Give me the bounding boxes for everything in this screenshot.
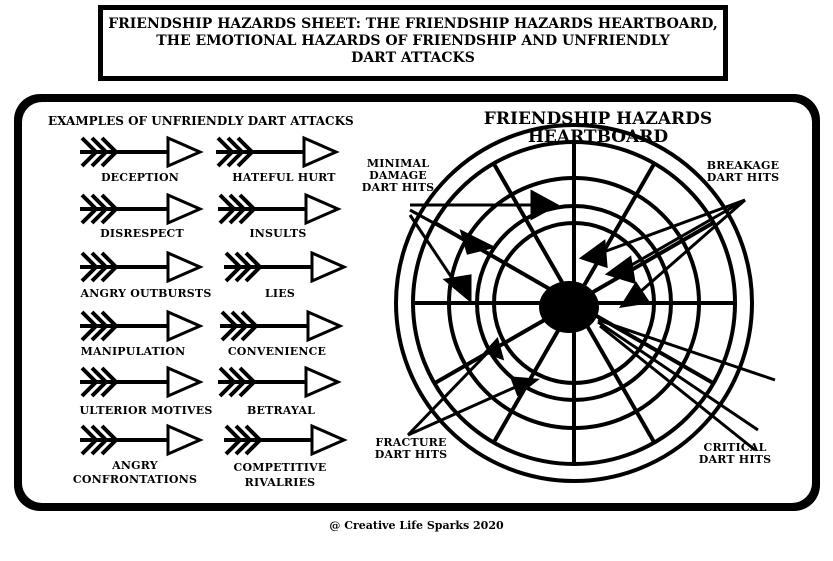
breakage-line-2: DART HITS — [706, 171, 780, 184]
example-label: RIVALRIES — [244, 476, 316, 489]
example-label: HATEFUL HURT — [232, 171, 336, 184]
critical-label: CRITICAL DART HITS — [690, 442, 780, 466]
example-label: DECEPTION — [100, 171, 180, 184]
dart-arrow-icon — [78, 251, 202, 283]
dart-arrow-icon — [216, 193, 340, 225]
fracture-label: FRACTURE DART HITS — [368, 437, 454, 461]
title-line-3: DART ATTACKS — [351, 50, 475, 66]
fracture-line-2: DART HITS — [374, 448, 448, 461]
dart-arrow-icon — [214, 136, 338, 168]
examples-heading: EXAMPLES OF UNFRIENDLY DART ATTACKS — [48, 114, 354, 128]
example-label: ANGRY OUTBURSTS — [80, 287, 212, 300]
breakage-label: BREAKAGE DART HITS — [700, 160, 786, 184]
example-label: CONVENIENCE — [227, 345, 327, 358]
heartboard-title-line-2: HEARTBOARD — [527, 127, 669, 147]
minimal-damage-label: MINIMAL DAMAGE DART HITS — [358, 158, 438, 194]
example-label: BETRAYAL — [246, 404, 315, 417]
example-label: CONFRONTATIONS — [72, 473, 198, 486]
critical-line-2: DART HITS — [698, 453, 772, 466]
example-label: INSULTS — [249, 227, 307, 240]
example-label: ULTERIOR MOTIVES — [79, 404, 213, 417]
dart-arrow-icon — [78, 310, 202, 342]
dart-arrow-icon — [222, 424, 346, 456]
minimal-line-3: DART HITS — [361, 181, 435, 194]
bullseye — [539, 281, 599, 333]
example-label: COMPETITIVE — [233, 461, 327, 474]
minimal-line-1: MINIMAL — [366, 157, 430, 170]
fracture-line-1: FRACTURE — [375, 436, 447, 449]
dart-arrow-icon — [222, 251, 346, 283]
breakage-line-1: BREAKAGE — [706, 159, 780, 172]
heartboard — [394, 123, 754, 483]
heartboard-title-line-1: FRIENDSHIP HAZARDS — [483, 109, 713, 129]
example-label: DISRESPECT — [100, 227, 184, 240]
title-line-2: THE EMOTIONAL HAZARDS OF FRIENDSHIP AND … — [156, 33, 670, 49]
minimal-line-2: DAMAGE — [369, 169, 427, 182]
copyright-footer: @ Creative Life Sparks 2020 — [329, 519, 504, 532]
dart-arrow-icon — [78, 136, 202, 168]
heartboard-title: FRIENDSHIP HAZARDS HEARTBOARD — [468, 110, 728, 146]
example-label: MANIPULATION — [80, 345, 186, 358]
example-label: LIES — [264, 287, 295, 300]
dart-arrow-icon — [78, 424, 202, 456]
dart-arrow-icon — [216, 366, 340, 398]
darts — [406, 189, 776, 452]
title-line-1: FRIENDSHIP HAZARDS SHEET: THE FRIENDSHIP… — [108, 16, 718, 32]
critical-line-1: CRITICAL — [703, 441, 767, 454]
example-label: ANGRY — [112, 459, 158, 472]
dart-arrow-icon — [78, 193, 202, 225]
title-box: FRIENDSHIP HAZARDS SHEET: THE FRIENDSHIP… — [98, 5, 728, 81]
dart-arrow-icon — [218, 310, 342, 342]
dart-arrow-icon — [78, 366, 202, 398]
